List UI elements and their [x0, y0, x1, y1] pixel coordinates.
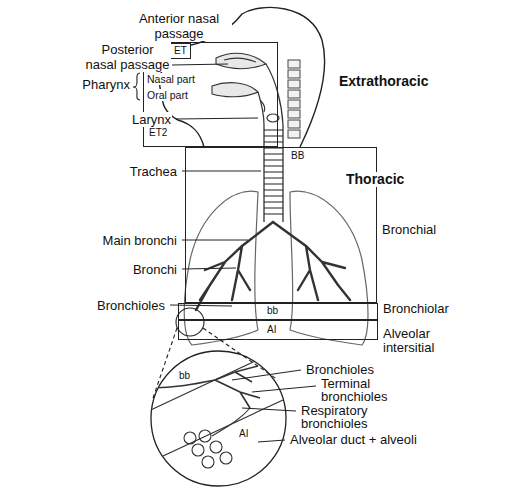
- leader-line: [170, 305, 232, 306]
- inset-outline: [151, 351, 286, 486]
- inset-drawing: [140, 340, 300, 468]
- region-code: bb: [266, 305, 279, 317]
- part-label: Trachea: [129, 164, 178, 179]
- region-name: Bronchiolar: [382, 301, 450, 317]
- bronchial-tree: [273, 222, 350, 300]
- spine: [288, 110, 300, 118]
- leader-line: [176, 118, 258, 119]
- inset-drawing: [192, 444, 204, 456]
- region-box: AIAlveolar intersitial: [178, 320, 378, 340]
- region-code: AI: [238, 428, 249, 440]
- leader-line: [182, 171, 261, 172]
- leader-line: [182, 268, 236, 269]
- inset-drawing: [220, 452, 232, 464]
- inset-drawing: [140, 340, 300, 462]
- lung-outline: [290, 191, 368, 345]
- spine: [288, 80, 300, 88]
- leader-line: [160, 42, 316, 442]
- zoom-marker: [153, 308, 278, 398]
- trachea: [264, 125, 283, 222]
- part-label: Bronchioles: [96, 298, 166, 313]
- spine: [288, 70, 300, 78]
- leader-line: [242, 408, 296, 411]
- spine: [288, 90, 300, 98]
- region-heading: Thoracic: [345, 172, 405, 187]
- part-label: Bronchioles: [305, 362, 375, 377]
- part-label: Nasal part: [146, 73, 196, 85]
- nasal-oral-cavity: [224, 58, 256, 62]
- spine: [288, 130, 300, 138]
- trachea: [264, 130, 283, 214]
- part-label: Pharynx: [81, 77, 131, 92]
- inset-circle: bbAI: [150, 350, 287, 487]
- part-label: Oral part: [146, 89, 189, 101]
- pharynx-brace: [133, 73, 140, 100]
- bronchial-tree: [196, 222, 350, 310]
- region-box: BBBronchial: [185, 147, 377, 303]
- zoom-marker: [176, 308, 204, 336]
- inset-drawing: [150, 366, 260, 408]
- part-label: Respiratory bronchioles: [300, 404, 377, 430]
- region-code: BB: [290, 150, 305, 162]
- spine: [288, 120, 300, 128]
- region-code: ET: [173, 45, 188, 57]
- inset-drawing: [202, 456, 214, 468]
- inset-drawing: [210, 441, 222, 453]
- inset-drawing: [184, 432, 196, 444]
- leader-line: [252, 386, 316, 392]
- leader-line: [172, 64, 228, 65]
- bronchial-tree: [196, 222, 273, 310]
- trachea: [264, 125, 283, 222]
- region-code: bb: [178, 370, 191, 382]
- nasal-oral-cavity: [212, 83, 258, 97]
- region-code: AI: [266, 324, 277, 336]
- leader-line: [258, 440, 285, 442]
- inset-drawing: [199, 430, 211, 442]
- part-label: Posterior nasal passage: [84, 42, 171, 72]
- region-name: Bronchial: [381, 222, 437, 238]
- inset-outline: [150, 350, 287, 487]
- spine: [288, 60, 300, 138]
- part-label: Larynx: [131, 112, 172, 127]
- pharynx-larynx: [258, 64, 283, 125]
- spine: [288, 100, 300, 108]
- pharynx-larynx: [266, 64, 283, 125]
- part-label: Anterior nasal passage: [126, 11, 232, 41]
- region-box: ET: [170, 43, 191, 59]
- nasal-oral-cavity: [212, 53, 266, 97]
- region-heading: Extrathoracic: [338, 74, 429, 89]
- leader-line: [182, 240, 248, 241]
- pharynx-larynx: [258, 92, 264, 125]
- pharynx-brace: [133, 73, 140, 100]
- nasal-oral-cavity: [216, 53, 266, 68]
- spine: [288, 60, 300, 68]
- region-box: bbBronchiolar: [178, 303, 378, 320]
- pharynx-larynx: [260, 100, 265, 112]
- part-label: Main bronchi: [102, 233, 178, 248]
- part-label: Alveolar duct + alveoli: [289, 432, 418, 447]
- part-label: Terminal bronchioles: [320, 377, 397, 403]
- region-name: Alveolar intersitial: [382, 327, 454, 355]
- part-label: Bronchi: [132, 262, 178, 277]
- region-code: ET2: [148, 127, 168, 139]
